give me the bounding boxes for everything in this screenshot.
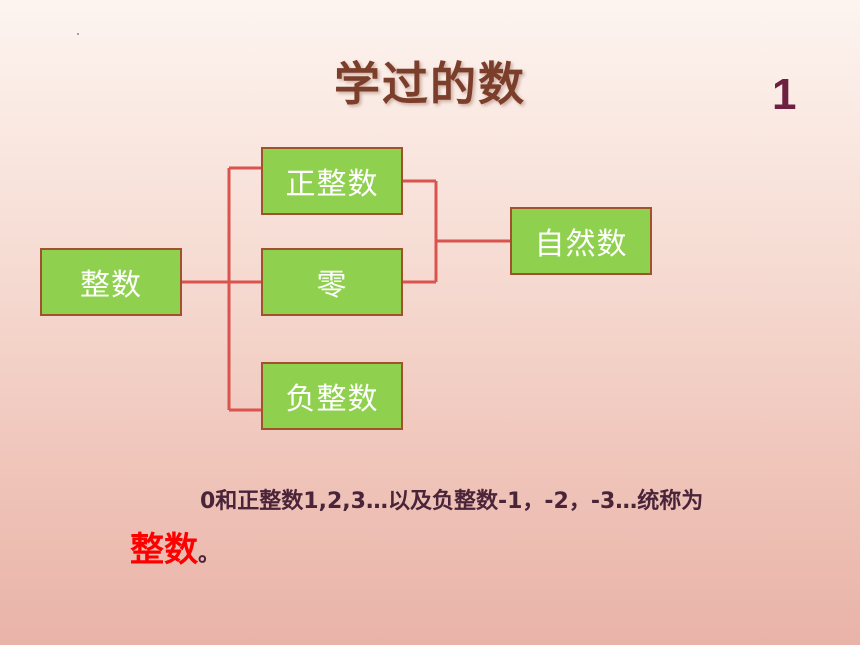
node-zero-label: 零 — [316, 268, 348, 303]
caption-end: 。 — [198, 542, 221, 567]
page-number: 1 — [772, 70, 797, 119]
node-integer: 整数 — [40, 248, 182, 316]
page-title: 学过的数 — [334, 57, 526, 111]
node-natural-number: 自然数 — [510, 207, 652, 275]
node-negative-integer-label: 负整数 — [285, 382, 379, 417]
node-positive-integer-label: 正整数 — [285, 167, 379, 202]
caption-emphasis: 整数 — [130, 530, 198, 570]
node-positive-integer: 正整数 — [261, 147, 403, 215]
node-natural-number-label: 自然数 — [534, 227, 628, 262]
node-negative-integer: 负整数 — [261, 362, 403, 430]
node-integer-label: 整数 — [80, 268, 142, 303]
node-zero: 零 — [261, 248, 403, 316]
decorative-dot — [77, 33, 79, 35]
definition-caption: 0和正整数1,2,3…以及负整数-1，-2，-3…统称为整数。 — [130, 478, 710, 579]
caption-text: 0和正整数1,2,3…以及负整数-1，-2，-3…统称为 — [200, 489, 704, 514]
